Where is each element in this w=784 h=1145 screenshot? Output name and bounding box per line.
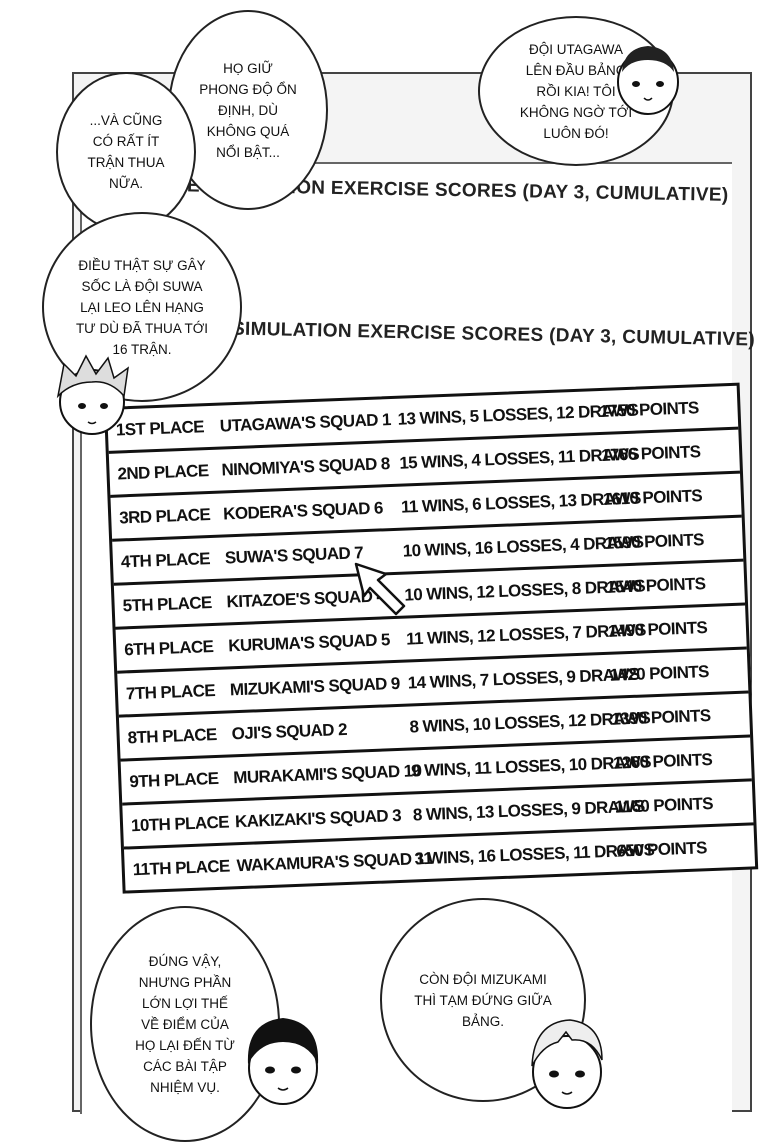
bubble-text: ...VÀ CŨNG CÓ RẤT ÍT TRẬN THUA NỮA. [87, 113, 165, 191]
bubble-text: CÒN ĐỘI MIZUKAMI THÌ TẠM ĐỨNG GIỮA BẢNG. [414, 971, 552, 1029]
points-cell: 1750 POINTS [599, 398, 700, 421]
bubble-text: ĐIỀU THẬT SỰ GÂY SỐC LÀ ĐỘI SUWA LẠI LEO… [75, 257, 209, 357]
speech-bubble-stable: HỌ GIỮ PHONG ĐỘ ỔN ĐỊNH, DÙ KHÔNG QUÁ NỔ… [168, 10, 328, 210]
squad-cell: NINOMIYA'S SQUAD 8 [221, 454, 391, 480]
squad-cell: SUWA'S SQUAD 7 [224, 543, 364, 568]
squad-cell: KAKIZAKI'S SQUAD 3 [234, 805, 402, 832]
bubble-text: ĐÚNG VẬY, NHƯNG PHẦN LỚN LỢI THẾ VỀ ĐIỂM… [135, 953, 235, 1095]
points-cell: 1766 POINTS [600, 442, 701, 465]
place-cell: 5TH PLACE [122, 593, 213, 616]
place-cell: 8TH PLACE [127, 724, 218, 748]
squad-cell: UTAGAWA'S SQUAD 1 [219, 410, 392, 436]
points-cell: 1590 POINTS [604, 530, 705, 553]
speech-bubble-utagawa: ĐỘI UTAGAWA LÊN ĐẦU BẢNG RỒI KIA! TÔI KH… [478, 16, 674, 166]
place-cell: 3RD PLACE [118, 505, 211, 528]
place-cell: 4TH PLACE [120, 549, 211, 572]
points-cell: 1540 POINTS [605, 574, 706, 597]
speech-bubble-advantage: ĐÚNG VẬY, NHƯNG PHẦN LỚN LỢI THẾ VỀ ĐIỂM… [90, 906, 280, 1142]
record-cell: 8 WINS, 13 LOSSES, 9 DRAWS [412, 796, 645, 825]
squad-cell: OJI'S SQUAD 2 [231, 719, 348, 744]
place-cell: 2ND PLACE [117, 461, 209, 484]
place-cell: 11TH PLACE [132, 856, 231, 880]
place-cell: 6TH PLACE [123, 636, 214, 660]
points-cell: 1260 POINTS [612, 749, 713, 773]
suwa-character-face-icon [56, 354, 129, 435]
squad-cell: KURUMA'S SQUAD 5 [227, 630, 391, 656]
points-cell: 1160 POINTS [614, 793, 714, 817]
points-cell: 650 POINTS [616, 838, 708, 861]
points-cell: 1610 POINTS [602, 486, 703, 509]
squad-cell: MIZUKAMI'S SQUAD 9 [229, 673, 401, 700]
squad-cell: WAKAMURA'S SQUAD 11 [236, 848, 433, 876]
record-cell: 14 WINS, 7 LOSSES, 9 DRAWS [407, 664, 640, 693]
place-cell: 10TH PLACE [130, 812, 230, 836]
pointer-arrow-icon [354, 562, 406, 616]
points-cell: 1490 POINTS [607, 618, 708, 641]
bubble-text: HỌ GIỮ PHONG ĐỘ ỔN ĐỊNH, DÙ KHÔNG QUÁ NỔ… [199, 60, 297, 160]
points-cell: 1390 POINTS [610, 705, 711, 729]
squad-cell: KODERA'S SQUAD 6 [222, 498, 384, 524]
bubble-text: ĐỘI UTAGAWA LÊN ĐẦU BẢNG RỒI KIA! TÔI KH… [519, 41, 633, 141]
squad-cell: MURAKAMI'S SQUAD 10 [232, 761, 422, 788]
place-cell: 9TH PLACE [129, 768, 219, 792]
place-cell: 7TH PLACE [125, 680, 216, 704]
points-cell: 1420 POINTS [609, 661, 710, 685]
bald-character-face-icon [617, 46, 679, 115]
mizukami-character-face-icon [531, 1019, 603, 1109]
speech-bubble-few-losses: ...VÀ CŨNG CÓ RẤT ÍT TRẬN THUA NỮA. [56, 72, 196, 232]
speech-bubble-suwa: ĐIỀU THẬT SỰ GÂY SỐC LÀ ĐỘI SUWA LẠI LEO… [42, 212, 242, 402]
dark-haired-character-face-icon [247, 1018, 319, 1105]
